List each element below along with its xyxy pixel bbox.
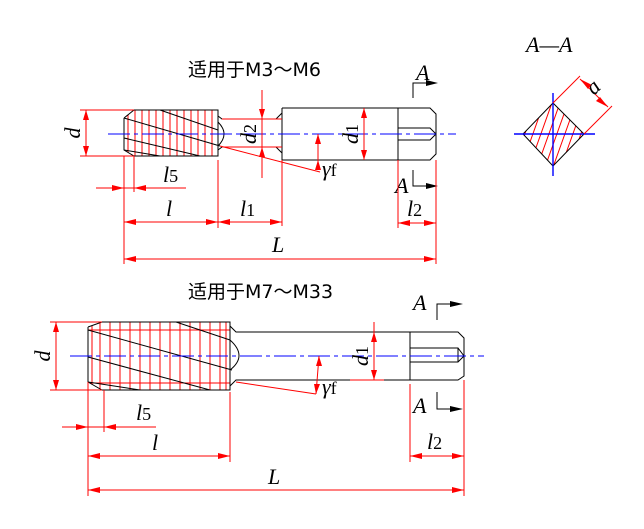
top-dim-d2: d2 — [222, 90, 282, 178]
bottom-label-l2: l2 — [427, 429, 442, 454]
section-label-a: a — [580, 74, 605, 99]
bottom-view: 适用于M7～M33 — [30, 281, 484, 496]
top-dim-d1: d1 — [338, 108, 367, 160]
bottom-dim-d: d — [30, 321, 102, 391]
top-label-d: d — [60, 127, 85, 139]
bottom-label-L: L — [267, 464, 280, 489]
top-label-l1: l1 — [240, 196, 255, 221]
top-dim-L: L — [124, 232, 436, 262]
top-label-l2: l2 — [407, 196, 422, 221]
top-view: 适用于M3～M6 — [60, 59, 456, 264]
top-label-d2: d2 — [236, 124, 261, 144]
top-dim-l5: l5 — [96, 156, 186, 264]
top-label-l: l — [166, 196, 172, 221]
section-view: A—A a — [514, 32, 613, 176]
bottom-dim-gamma: γf — [235, 355, 337, 399]
top-section-label-upper: A — [414, 60, 430, 85]
bottom-dim-L: L — [88, 464, 464, 493]
bottom-dim-d1: d1 — [348, 322, 384, 381]
top-dim-l2: l2 — [397, 160, 437, 264]
section-dim-a: a — [552, 74, 613, 135]
bottom-section-marks: A A — [411, 290, 463, 418]
bottom-dim-l: l — [88, 392, 231, 462]
top-section-label-lower: A — [393, 173, 409, 198]
section-title: A—A — [524, 32, 573, 57]
bottom-label-l5: l5 — [136, 400, 151, 425]
top-title: 适用于M3～M6 — [188, 59, 321, 81]
bottom-label-l: l — [152, 430, 158, 455]
top-dim-gamma: γf — [219, 134, 337, 181]
top-hatching — [127, 110, 213, 156]
top-dim-l-l1: l l1 — [124, 160, 283, 228]
bottom-section-label-lower: A — [411, 393, 427, 418]
top-section-marks: A A — [393, 60, 438, 198]
bottom-dim-l5: l5 — [62, 382, 156, 496]
bottom-section-label-upper: A — [411, 290, 427, 315]
top-label-gamma: γf — [322, 156, 337, 181]
bottom-dim-l2: l2 — [409, 380, 465, 496]
top-dim-d: d — [60, 109, 134, 157]
bottom-label-d: d — [30, 350, 55, 362]
bottom-title: 适用于M7～M33 — [188, 281, 333, 303]
bottom-label-gamma: γf — [322, 374, 337, 399]
top-cutting-part — [123, 109, 225, 157]
bottom-label-d1: d1 — [348, 346, 373, 366]
top-label-L: L — [271, 232, 284, 257]
top-label-d1: d1 — [338, 124, 363, 144]
top-label-l5: l5 — [163, 162, 178, 187]
